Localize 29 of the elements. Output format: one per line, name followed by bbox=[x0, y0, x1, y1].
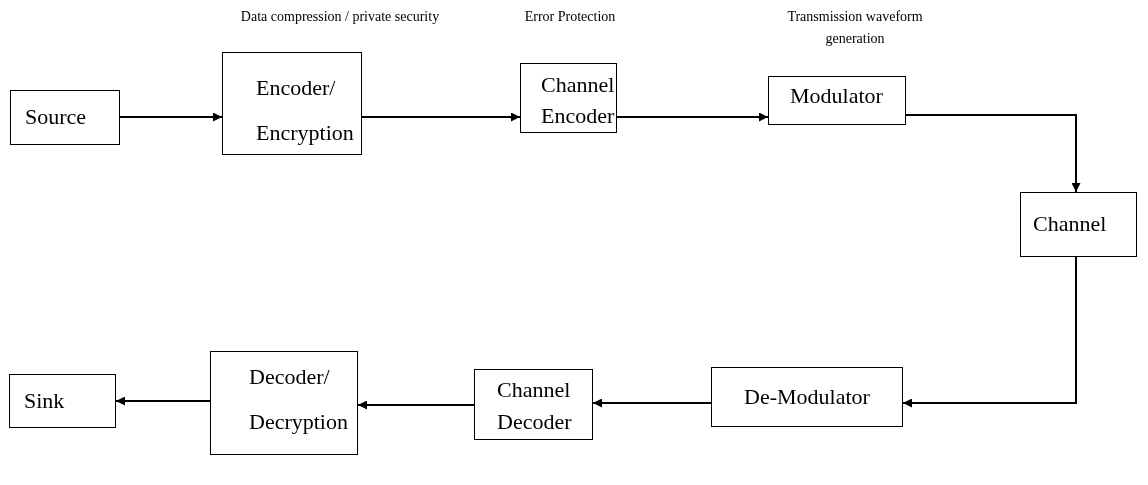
process-box bbox=[474, 369, 593, 440]
arrow bbox=[616, 112, 769, 122]
process-box bbox=[1020, 192, 1137, 257]
caption-text: Data compression / private security bbox=[239, 8, 441, 26]
box-label: Channel Decoder bbox=[497, 376, 573, 436]
box-label: Channel bbox=[1033, 211, 1107, 238]
box-label: Modulator bbox=[790, 83, 883, 110]
box-label: Encoder/ Encryption bbox=[256, 74, 355, 148]
process-box bbox=[210, 351, 358, 455]
process-box bbox=[222, 52, 362, 155]
caption-text: Error Protection bbox=[523, 8, 617, 26]
arrow bbox=[119, 112, 223, 122]
arrow bbox=[357, 400, 475, 410]
arrow bbox=[592, 398, 712, 408]
box-label: Source bbox=[25, 104, 87, 131]
process-box bbox=[711, 367, 903, 427]
box-label: Sink bbox=[24, 387, 65, 415]
arrow bbox=[115, 396, 211, 406]
process-box bbox=[520, 63, 617, 133]
process-box bbox=[10, 90, 120, 145]
box-label: Channel Encoder bbox=[541, 71, 616, 130]
arrow bbox=[361, 112, 521, 122]
process-box bbox=[768, 76, 906, 125]
caption-text: Transmission waveform generation bbox=[786, 8, 924, 49]
process-box bbox=[9, 374, 116, 428]
box-label: De-Modulator bbox=[744, 383, 870, 411]
arrow bbox=[905, 114, 1081, 193]
arrow bbox=[902, 256, 1077, 408]
box-label: Decoder/ Decryption bbox=[249, 363, 349, 437]
